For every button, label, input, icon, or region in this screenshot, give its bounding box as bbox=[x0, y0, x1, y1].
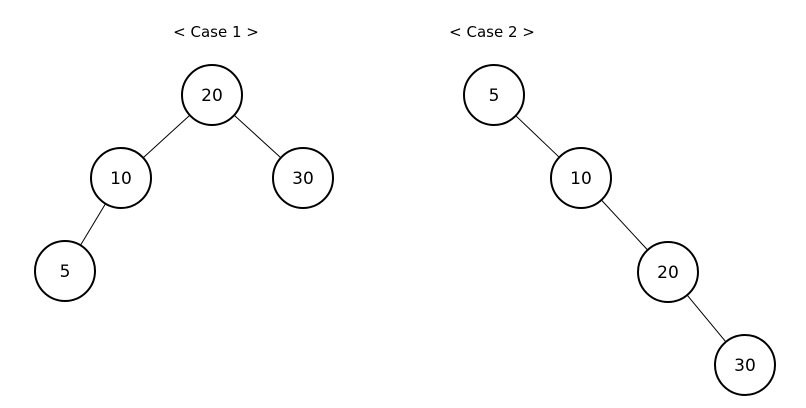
node-circle bbox=[637, 241, 699, 303]
node-label: 5 bbox=[60, 262, 71, 282]
node-label: 30 bbox=[292, 169, 314, 189]
case-2-edge-10-to-20 bbox=[601, 199, 648, 251]
node-label: 20 bbox=[657, 263, 679, 283]
case-2-edge-20-to-30 bbox=[686, 294, 727, 343]
case-1-node-10: 10 bbox=[90, 147, 152, 209]
edges-layer bbox=[80, 114, 727, 343]
node-circle bbox=[272, 147, 334, 209]
case-1-edge-10-to-5 bbox=[80, 203, 106, 246]
node-label: 20 bbox=[201, 86, 223, 106]
case-1-node-30: 30 bbox=[272, 147, 334, 209]
node-circle bbox=[90, 147, 152, 209]
case-1-node-5: 5 bbox=[34, 240, 96, 302]
case-2-node-30: 30 bbox=[714, 334, 776, 396]
case-2-edge-5-to-10 bbox=[515, 115, 560, 158]
nodes-layer: 20 10 30 5 5 10 20 30 bbox=[34, 64, 776, 396]
node-circle bbox=[714, 334, 776, 396]
case-1-edge-20-to-10 bbox=[142, 114, 191, 159]
case-2-node-5: 5 bbox=[463, 64, 525, 126]
case-2-title: < Case 2 > bbox=[449, 23, 535, 41]
node-label: 30 bbox=[734, 356, 756, 376]
case-1-node-20: 20 bbox=[181, 64, 243, 126]
node-circle bbox=[463, 64, 525, 126]
case-2-node-20: 20 bbox=[637, 241, 699, 303]
node-circle bbox=[550, 147, 612, 209]
node-label: 5 bbox=[489, 86, 500, 106]
node-label: 10 bbox=[110, 169, 132, 189]
case-1-edge-20-to-30 bbox=[233, 114, 282, 159]
node-circle bbox=[34, 240, 96, 302]
node-circle bbox=[181, 64, 243, 126]
node-label: 10 bbox=[570, 169, 592, 189]
case-2-node-10: 10 bbox=[550, 147, 612, 209]
case-1-title: < Case 1 > bbox=[173, 23, 259, 41]
